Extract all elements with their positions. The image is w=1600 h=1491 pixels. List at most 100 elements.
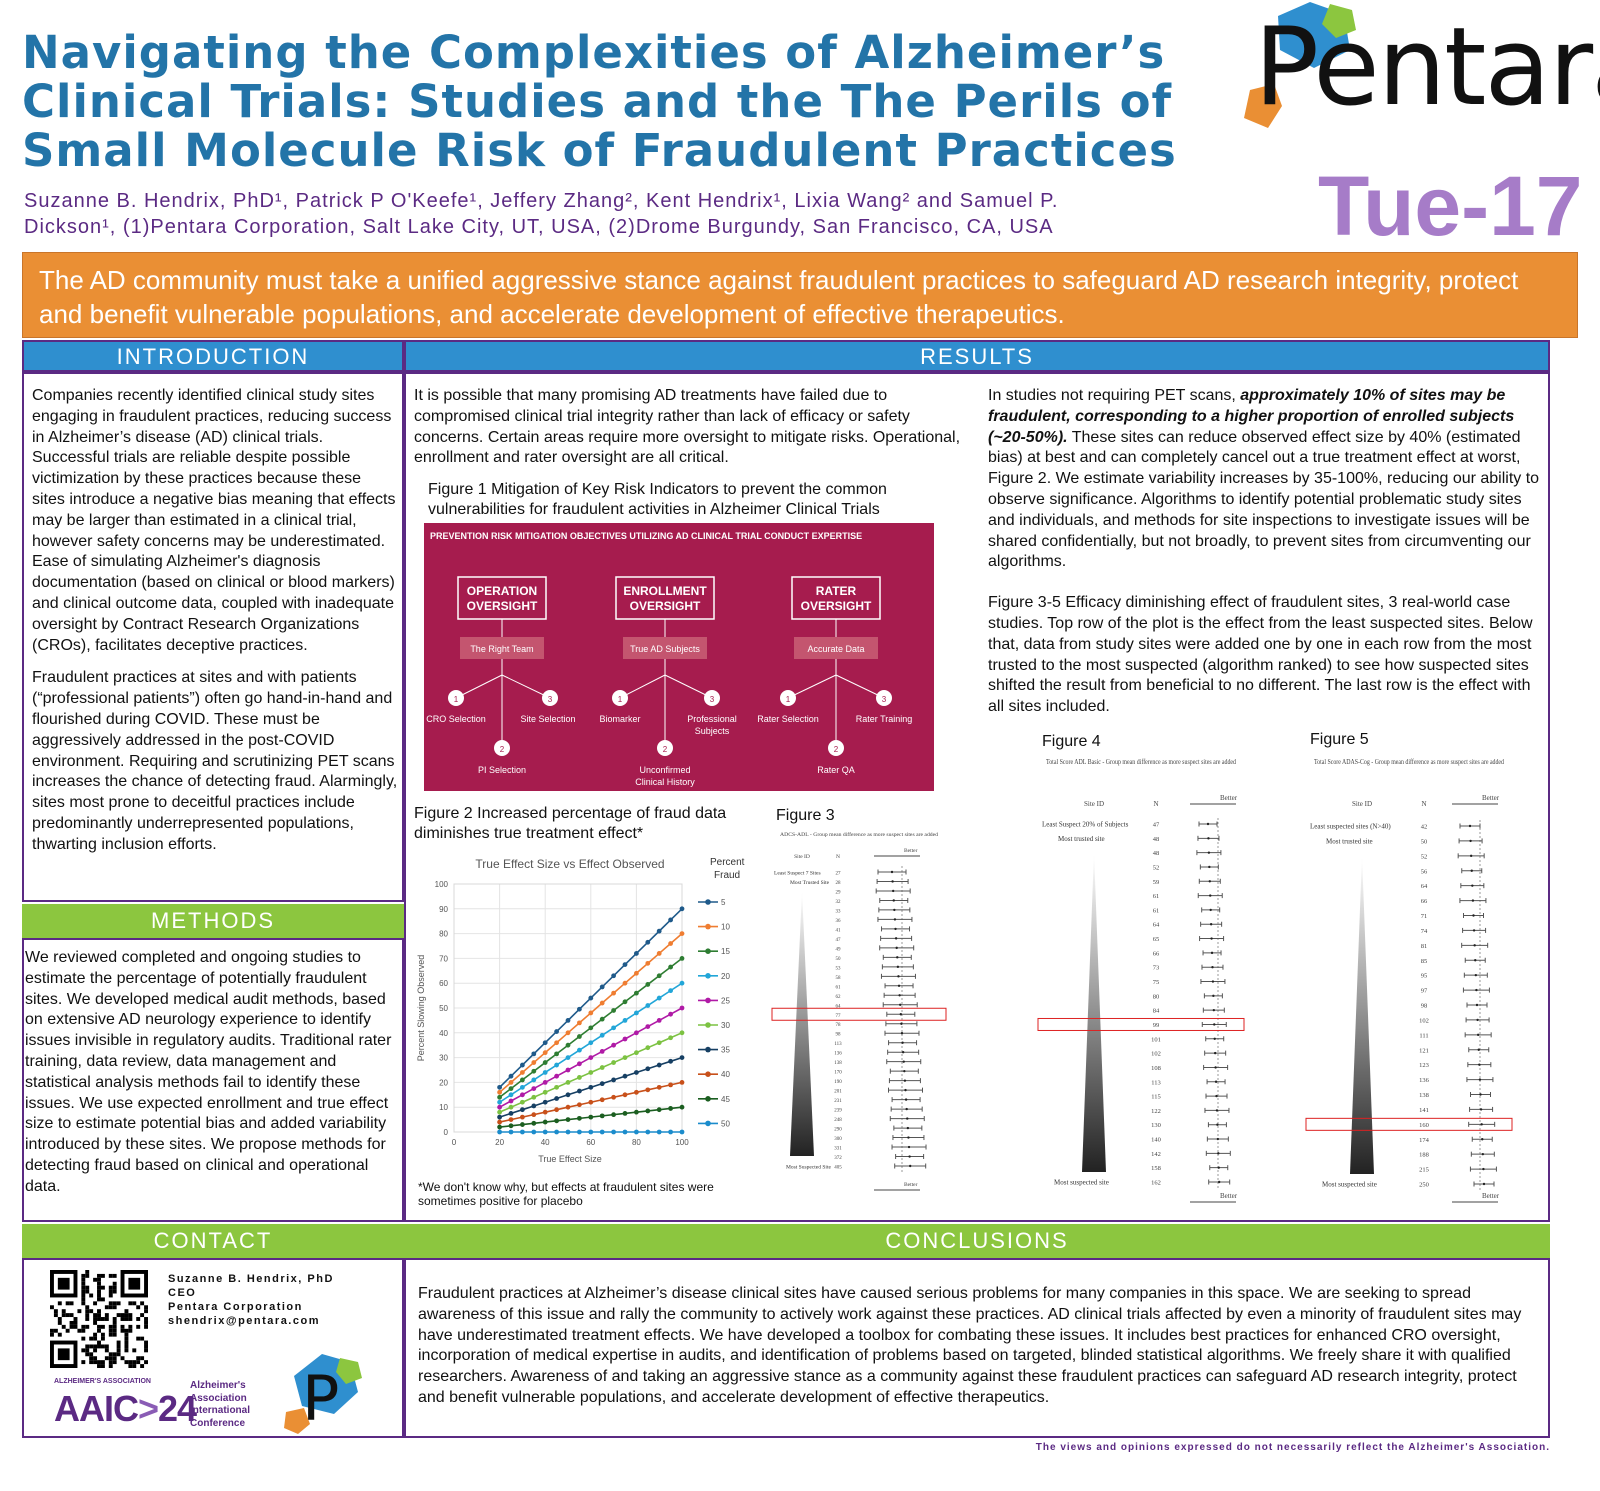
qr-module [93, 1336, 98, 1341]
qr-module [112, 1360, 117, 1365]
qr-module [61, 1313, 66, 1318]
figure-5-forest-plot: Total Score ADAS-Cog - Group mean differ… [1304, 754, 1514, 1210]
qr-module [136, 1356, 141, 1361]
data-point [622, 962, 628, 967]
data-point [645, 1108, 651, 1114]
estimate-point [900, 1022, 903, 1025]
row-n-label: 42 [1421, 824, 1428, 831]
data-point [554, 1040, 559, 1046]
row-n-label: 41 [836, 928, 842, 933]
data-point [508, 1098, 514, 1104]
qr-module [85, 1352, 90, 1357]
results-panel [404, 372, 1550, 1222]
qr-module [108, 1356, 113, 1361]
contact-email[interactable]: shendrix@pentara.com [168, 1315, 320, 1327]
data-point [634, 1089, 639, 1095]
row-n-label: 290 [834, 1128, 842, 1133]
qr-module [81, 1289, 86, 1294]
y-tick-label: 70 [439, 954, 448, 963]
qr-module [89, 1309, 94, 1314]
data-point [508, 1129, 514, 1135]
data-point [577, 1006, 582, 1012]
qr-module [85, 1324, 90, 1329]
row-n-label: 74 [1421, 928, 1428, 935]
qr-module [104, 1313, 109, 1318]
data-point [679, 1055, 685, 1060]
contact-org: Pentara Corporation [168, 1301, 303, 1313]
data-point [622, 1018, 628, 1023]
row-n-label: 190 [834, 1080, 842, 1085]
data-point [542, 1119, 548, 1125]
qr-module [104, 1348, 109, 1353]
qr-module [108, 1364, 113, 1368]
qr-module [97, 1344, 101, 1349]
data-point [634, 1109, 639, 1115]
svg-text:Clinical History: Clinical History [635, 777, 695, 787]
pentara-logo: Pentara [1232, 0, 1600, 140]
estimate-point [901, 1041, 904, 1044]
data-point [497, 1119, 502, 1125]
qr-module [97, 1328, 101, 1333]
estimate-point [1207, 837, 1210, 840]
estimate-point [1475, 988, 1478, 992]
data-point [599, 1000, 605, 1006]
legend-marker [705, 1046, 711, 1053]
estimate-point [894, 927, 897, 931]
row-n-label: 188 [1419, 1152, 1429, 1159]
qr-module [104, 1305, 109, 1310]
estimate-point [895, 946, 898, 950]
svg-text:1: 1 [786, 695, 791, 704]
data-point [588, 1055, 594, 1060]
estimate-point [1477, 1048, 1480, 1051]
legend-marker [705, 1071, 711, 1077]
conclusions-header: CONCLUSIONS [404, 1224, 1550, 1258]
data-point [531, 1086, 537, 1091]
qr-module [85, 1285, 90, 1290]
row-n-label: 136 [1419, 1077, 1430, 1084]
data-point [645, 1066, 651, 1072]
row-n-label: 66 [1421, 898, 1428, 905]
results-paragraph-1: In studies not requiring PET scans, appr… [988, 387, 1540, 571]
svg-text:3: 3 [882, 695, 887, 704]
estimate-point [1482, 1167, 1485, 1171]
row-n-label: 102 [1151, 1051, 1161, 1058]
better-label-bottom: Better [1482, 1192, 1500, 1200]
row-n-label: 61 [1153, 893, 1160, 900]
figure-1: PREVENTION RISK MITIGATION OBJECTIVES UT… [424, 523, 934, 791]
qr-module [108, 1352, 113, 1357]
estimate-point [1471, 899, 1475, 902]
qr-module [81, 1348, 86, 1353]
row-n-label: 53 [836, 966, 842, 971]
methods-header: METHODS [22, 904, 404, 938]
row-n-label: 27 [836, 872, 842, 877]
data-point [679, 956, 685, 961]
data-point [508, 1073, 514, 1079]
results-right-text: In studies not requiring PET scans, appr… [988, 386, 1540, 718]
first-row-label: Least Suspect 7 Sites [774, 871, 821, 877]
qr-module [50, 1328, 54, 1333]
estimate-point [1481, 1152, 1485, 1156]
row-n-label: 61 [836, 985, 842, 990]
qr-module [97, 1277, 101, 1282]
qr-module [108, 1273, 113, 1278]
data-point [531, 1129, 537, 1135]
qr-module [57, 1320, 62, 1325]
data-point [622, 1092, 628, 1098]
qr-module [128, 1328, 133, 1333]
qr-module [97, 1360, 101, 1365]
estimate-point [906, 1126, 910, 1130]
row-n-label: 372 [834, 1156, 842, 1161]
contact-role: CEO [168, 1287, 197, 1299]
last-row-label: Most suspected site [1054, 1179, 1109, 1187]
data-point [508, 1117, 514, 1122]
data-point [622, 999, 628, 1005]
qr-module [112, 1328, 117, 1333]
legend-label: 20 [721, 972, 730, 981]
data-point [577, 1075, 582, 1080]
data-point [565, 1092, 571, 1098]
data-point [599, 1081, 605, 1087]
qr-module [144, 1360, 148, 1365]
estimate-point [1209, 923, 1213, 926]
qr-module [100, 1317, 105, 1321]
data-point [611, 973, 616, 979]
